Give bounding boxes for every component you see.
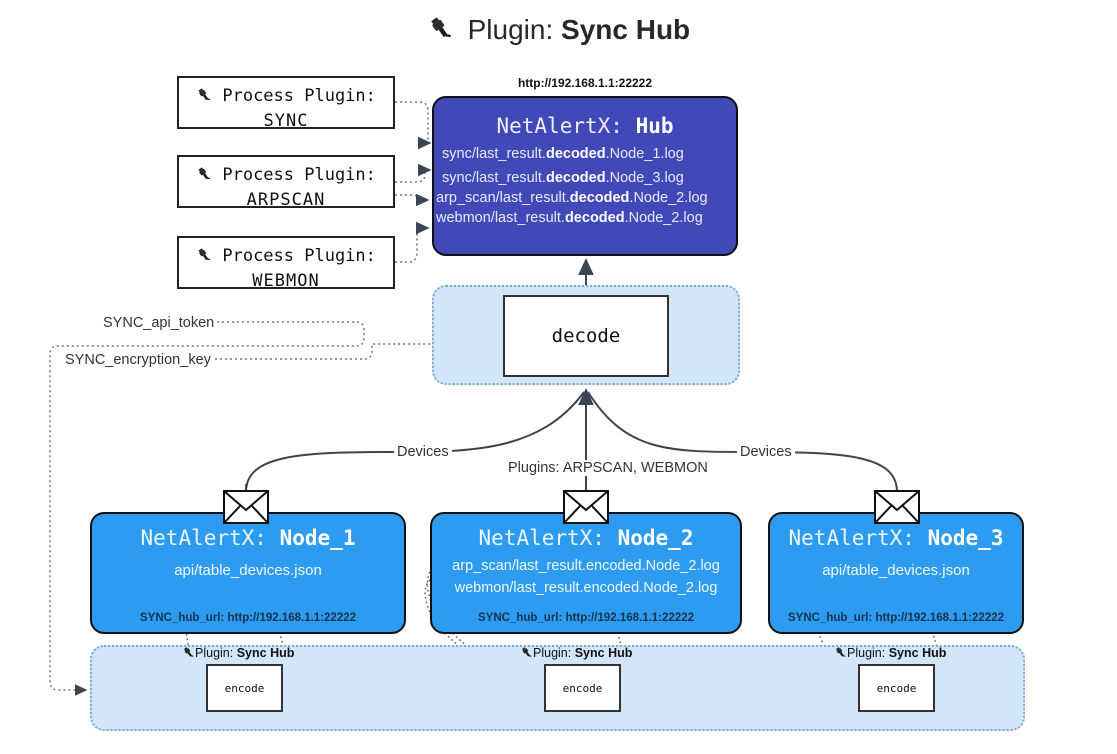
process-plugin-heading: Process Plugin: bbox=[222, 165, 376, 185]
node-title-prefix: NetAlertX: bbox=[478, 526, 605, 550]
sync-encryption-key-label: SYNC_encryption_key bbox=[62, 352, 214, 368]
electric-plug-icon bbox=[196, 165, 222, 185]
node-title-name: Node_3 bbox=[927, 526, 1004, 550]
electric-plug-icon bbox=[196, 86, 222, 106]
sync-api-token-label: SYNC_api_token bbox=[100, 315, 218, 331]
node-hub-url-footer: SYNC_hub_url: http://192.168.1.1:22222 bbox=[787, 612, 1005, 624]
hub-title-prefix: NetAlertX: bbox=[496, 114, 623, 138]
hub-log-entry: sync/last_result.decoded.Node_3.log bbox=[442, 170, 736, 186]
node-data-line: api/table_devices.json bbox=[822, 562, 970, 579]
plugin-tag-name: Sync Hub bbox=[236, 646, 295, 660]
node-hub-url-footer: SYNC_hub_url: http://192.168.1.1:22222 bbox=[477, 612, 695, 624]
node-data-line: webmon/last_result.encoded.Node_2.log bbox=[454, 580, 718, 596]
node-box-node-2[interactable]: NetAlertX: Node_2 arp_scan/last_result.e… bbox=[430, 512, 742, 634]
plugin-tag-sync-hub: Plugin: Sync Hub bbox=[520, 646, 632, 660]
electric-plug-icon bbox=[196, 246, 222, 266]
process-plugin-name: WEBMON bbox=[252, 270, 320, 291]
hub-log-pre: sync/last_result. bbox=[442, 170, 546, 186]
process-plugin-sync-box[interactable]: Process Plugin: SYNC bbox=[177, 76, 395, 131]
plugin-tag-sync-hub: Plugin: Sync Hub bbox=[834, 646, 946, 660]
plugin-tag-name: Sync Hub bbox=[888, 646, 947, 660]
process-plugin-heading: Process Plugin: bbox=[222, 86, 376, 106]
node-title: NetAlertX: Node_3 bbox=[770, 526, 1022, 550]
page-title-name: Sync Hub bbox=[561, 14, 691, 45]
devices-label-right: Devices bbox=[737, 444, 795, 460]
hub-title: NetAlertX: Hub bbox=[434, 114, 736, 138]
hub-log-post: .Node_3.log bbox=[605, 170, 684, 186]
hub-log-post: .Node_2.log bbox=[624, 210, 703, 226]
node-title: NetAlertX: Node_1 bbox=[92, 526, 404, 550]
node-hub-url-footer: SYNC_hub_url: http://192.168.1.1:22222 bbox=[139, 612, 357, 624]
encode-box-node-3[interactable]: encode bbox=[858, 664, 935, 712]
hub-log-entry: sync/last_result.decoded.Node_1.log bbox=[442, 146, 736, 162]
node-title-prefix: NetAlertX: bbox=[788, 526, 915, 550]
hub-log-entry: arp_scan/last_result.decoded.Node_2.log bbox=[436, 190, 736, 206]
hub-log-strong: decoded bbox=[564, 210, 625, 226]
envelope-icon bbox=[874, 490, 920, 524]
plugin-tag-prefix: Plugin: bbox=[847, 646, 886, 660]
hub-url-label: http://192.168.1.1:22222 bbox=[517, 76, 653, 90]
electric-plug-icon bbox=[520, 646, 533, 660]
plugin-tag-prefix: Plugin: bbox=[533, 646, 572, 660]
envelope-icon bbox=[223, 490, 269, 524]
hub-log-post: .Node_1.log bbox=[605, 146, 684, 162]
plugins-label-center: Plugins: ARPSCAN, WEBMON bbox=[505, 460, 711, 476]
hub-log-pre: arp_scan/last_result. bbox=[436, 190, 570, 206]
hub-log-pre: webmon/last_result. bbox=[436, 210, 565, 226]
hub-title-name: Hub bbox=[635, 114, 674, 138]
hub-log-post: .Node_2.log bbox=[629, 190, 708, 206]
electric-plug-icon bbox=[182, 646, 195, 660]
encode-box-node-2[interactable]: encode bbox=[544, 664, 621, 712]
node-data-line: api/table_devices.json bbox=[174, 562, 322, 579]
page-title: Plugin: Sync Hub bbox=[0, 14, 1117, 49]
hub-log-strong: decoded bbox=[545, 146, 606, 162]
electric-plug-icon bbox=[427, 15, 454, 49]
hub-log-pre: sync/last_result. bbox=[442, 146, 546, 162]
process-plugin-name: ARPSCAN bbox=[246, 189, 326, 210]
plugin-tag-prefix: Plugin: bbox=[195, 646, 234, 660]
page-title-prefix: Plugin: bbox=[467, 14, 554, 45]
process-plugin-webmon-box[interactable]: Process Plugin: WEBMON bbox=[177, 236, 395, 291]
process-plugin-arpscan-box[interactable]: Process Plugin: ARPSCAN bbox=[177, 155, 395, 210]
devices-label-left: Devices bbox=[394, 444, 452, 460]
encode-box-node-1[interactable]: encode bbox=[206, 664, 283, 712]
hub-log-entry: webmon/last_result.decoded.Node_2.log bbox=[436, 210, 736, 226]
plugin-tag-name: Sync Hub bbox=[574, 646, 633, 660]
electric-plug-icon bbox=[834, 646, 847, 660]
node-title-name: Node_1 bbox=[279, 526, 356, 550]
hub-log-strong: decoded bbox=[569, 190, 630, 206]
node-title-name: Node_2 bbox=[617, 526, 694, 550]
envelope-icon bbox=[563, 490, 609, 524]
node-box-node-3[interactable]: NetAlertX: Node_3 api/table_devices.json… bbox=[768, 512, 1024, 634]
process-plugin-heading: Process Plugin: bbox=[222, 246, 376, 266]
decode-box[interactable]: decode bbox=[503, 295, 669, 377]
process-plugin-name: SYNC bbox=[263, 110, 309, 131]
node-data-line: arp_scan/last_result.encoded.Node_2.log bbox=[452, 558, 720, 574]
node-box-node-1[interactable]: NetAlertX: Node_1 api/table_devices.json… bbox=[90, 512, 406, 634]
hub-node-box[interactable]: NetAlertX: Hub sync/last_result.decoded.… bbox=[432, 96, 738, 256]
plugin-tag-sync-hub: Plugin: Sync Hub bbox=[182, 646, 294, 660]
node-title-prefix: NetAlertX: bbox=[140, 526, 267, 550]
node-title: NetAlertX: Node_2 bbox=[432, 526, 740, 550]
hub-log-strong: decoded bbox=[545, 170, 606, 186]
